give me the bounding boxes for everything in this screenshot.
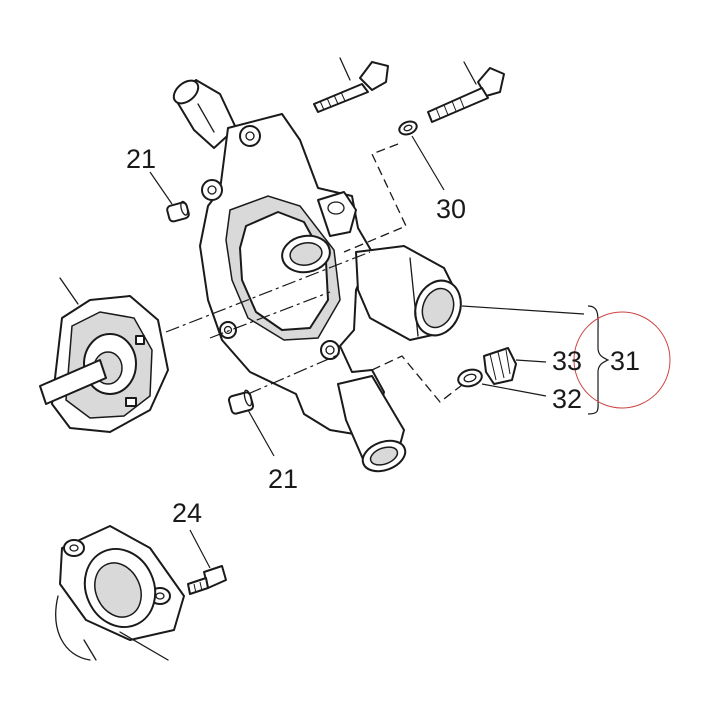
centre-line-3 [247,353,341,395]
dowel-pin-21-bottom [227,389,255,415]
centre-line-2 [209,291,331,339]
bolt-path-line [343,143,407,253]
callout-21-bottom: 21 [268,464,298,494]
plug-path-line [371,355,467,403]
leader-21-top [149,171,173,205]
leader-21-bottom [247,409,275,457]
callout-31: 31 [610,346,640,376]
leader-33 [515,359,547,363]
leader-30 [411,135,445,191]
leader-32 [481,383,547,397]
centre-line-1 [165,251,371,333]
callout-32: 32 [552,384,582,414]
callout-24: 24 [172,498,202,528]
callout-21-top: 21 [126,144,156,174]
leader-24 [189,529,211,569]
thermostat-cover [55,525,185,661]
sealing-washer-32 [457,368,483,388]
dowel-pin-21-top [166,200,190,223]
water-pump-pulley [39,277,169,433]
thermostat-housing [172,79,462,473]
bolt-upper-left [313,57,389,113]
callout-30: 30 [436,194,466,224]
highlight-circle [573,311,671,409]
drain-plug-33 [483,347,517,385]
leader-31-pipe [461,305,585,315]
group-brace [587,305,610,415]
callout-33: 33 [552,346,582,376]
washer-30 [398,120,418,136]
screw-24 [187,565,227,595]
bolt-upper-right [427,61,505,123]
